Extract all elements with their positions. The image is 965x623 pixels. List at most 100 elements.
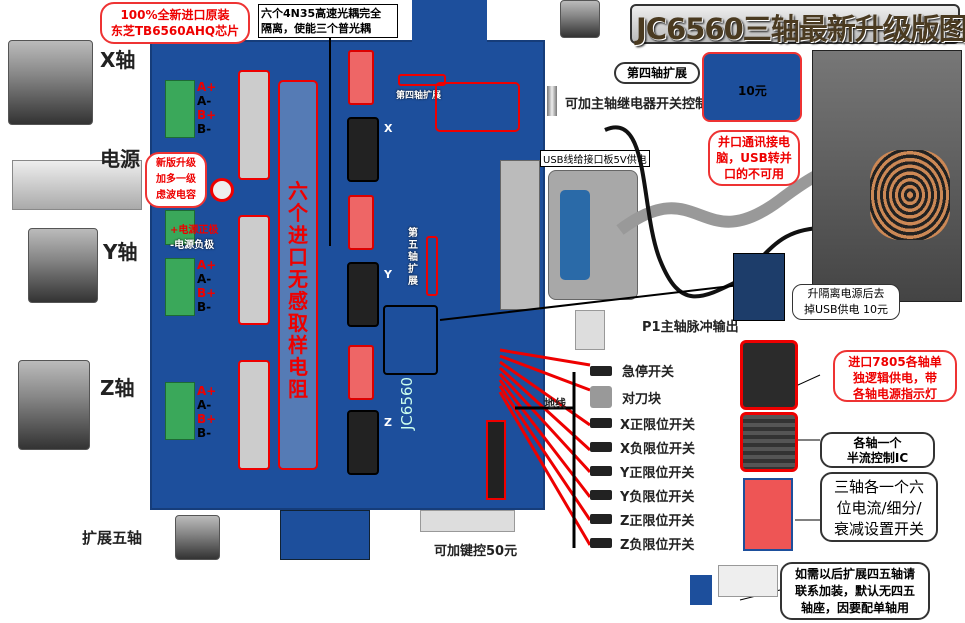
microswitch-icon (590, 490, 612, 500)
switch-item: Z负限位开关 (590, 531, 695, 555)
isolated-power-module (733, 253, 785, 321)
switch-label: Z正限位开关 (620, 513, 695, 529)
z-axis-label: Z轴 (100, 376, 135, 400)
reg-line3: 各轴电源指示灯 (852, 387, 937, 401)
pin-b-plus: B+ (197, 412, 217, 426)
fourth-axis-motor (560, 0, 600, 38)
dip-line1: 三轴各一个六 (833, 478, 924, 496)
expand-callout: 如需以后扩展四五轴请 联系加装，默认无四五 轴座，因要配单轴用 (780, 562, 930, 620)
db25-board-connector (500, 160, 540, 310)
chip-callout: 100%全新进口原装 东芝TB6560AHQ芯片 (100, 2, 250, 44)
microswitch-icon (590, 365, 612, 376)
axis-label-z: Z (384, 416, 392, 429)
optocoupler-z (347, 410, 379, 475)
keypad-label: 可加键控50元 (434, 544, 518, 559)
switch-item: X负限位开关 (590, 435, 695, 459)
cap-line3: 虑波电容 (156, 190, 196, 201)
isolated-line2: 掉USB供电 10元 (803, 303, 889, 316)
resistor-label: 六个进口无感取样电阻 (288, 179, 308, 401)
switch-item: 急停开关 (590, 358, 695, 383)
y-axis-motor (28, 228, 98, 303)
chip-callout-line2: 东芝TB6560AHQ芯片 (110, 24, 240, 38)
pin-a-plus: A+ (197, 80, 217, 94)
chip-callout-line1: 100%全新进口原装 (120, 8, 230, 22)
keypad-module (420, 510, 515, 532)
pin-a-minus: A- (197, 398, 212, 412)
switch-list: 急停开关 对刀块 X正限位开关 X负限位开关 Y正限位开关 Y负限位开关 Z正限… (590, 358, 695, 555)
pin-b-minus: B- (197, 300, 212, 314)
parallel-line1: 并口通讯接电 (717, 135, 790, 149)
dip-line3: 衰减设置开关 (833, 520, 924, 538)
ground-label: 地线 (544, 397, 566, 410)
pin-a-plus: A+ (197, 384, 217, 398)
switch-item: X正限位开关 (590, 411, 695, 435)
fifth-axis-board-label: 第五轴扩展 (408, 228, 418, 287)
microswitch-icon (590, 514, 612, 524)
pin-a-plus: A+ (197, 258, 217, 272)
usb-cable (604, 125, 821, 299)
computer-fan (870, 150, 950, 240)
fifth-axis-driver (280, 510, 370, 560)
fourth-axis-header (398, 74, 446, 86)
microswitch-icon (590, 538, 612, 548)
page-title: JC6560三轴最新升级版图解 (636, 12, 965, 46)
relay-label: 可加主轴继电器开关控制 (565, 97, 709, 112)
x-axis-label: X轴 (100, 48, 136, 72)
dip-line2: 位电流/细分/ (836, 499, 922, 517)
parallel-line2: 脑，USB转并 (716, 151, 792, 165)
x-terminal (165, 80, 195, 138)
pointer-isolated (439, 284, 741, 321)
tb6560-chip-z (238, 360, 270, 470)
expand-line3: 轴座，因要配单轴用 (800, 601, 909, 615)
z-terminal (165, 382, 195, 440)
switch-label: X负限位开关 (620, 441, 696, 457)
switch-item: 对刀块 (590, 383, 695, 411)
x-axis-motor (8, 40, 93, 125)
switch-label: 急停开关 (622, 365, 675, 380)
tool-sensor-icon (590, 386, 612, 408)
ground-bus (515, 372, 576, 548)
pin-b-minus: B- (197, 426, 212, 440)
regulator-callout: 进口7805各轴单 独逻辑供电，带 各轴电源指示灯 (833, 350, 957, 402)
pin-b-minus: B- (197, 122, 212, 136)
relay-pads (435, 82, 520, 132)
dip-switch-y (348, 195, 374, 250)
y-terminal (165, 258, 195, 316)
title-banner (630, 4, 960, 44)
pin-a-minus: A- (197, 272, 212, 286)
spindle-motor (547, 86, 557, 116)
fifth-axis-motor (175, 515, 220, 560)
usb-power-label: USB线给接口板5V供电 (540, 150, 650, 167)
parallel-cable-plug-pins (560, 190, 590, 280)
power-neg-label: -电源负极 (170, 240, 215, 251)
ic-line1: 各轴一个 (853, 436, 902, 450)
switch-label: Y正限位开关 (620, 465, 695, 481)
expand-line1: 如需以后扩展四五轴请 (794, 567, 915, 581)
opto-callout-line2: 隔离，使能三个普光耦 (261, 22, 371, 35)
fifth-axis-label: 扩展五轴 (82, 529, 143, 547)
expand-line2: 联系加装，默认无四五 (794, 584, 915, 598)
microswitch-icon (590, 442, 612, 452)
resistor-column (278, 80, 318, 470)
dip-callout: 三轴各一个六 位电流/细分/ 衰减设置开关 (820, 472, 938, 542)
switch-label: X正限位开关 (620, 417, 696, 433)
parallel-callout: 并口通讯接电 脑，USB转并 口的不可用 (708, 130, 800, 186)
capacitor-callout: 新版升级 加多一级 虑波电容 (145, 152, 207, 208)
z-axis-motor (18, 360, 90, 450)
switch-item: Y负限位开关 (590, 483, 695, 507)
reg-line1: 进口7805各轴单 (848, 355, 942, 369)
power-pos-label: +电源正极 (170, 225, 219, 236)
switch-label: Z负限位开关 (620, 537, 695, 553)
tb6560-chip-x (238, 70, 270, 180)
opto-callout-line1: 六个4N35高速光耦完全 (261, 7, 382, 20)
microswitch-icon (590, 466, 612, 476)
small-header-pcb (690, 575, 712, 605)
tb6560-chip-y (238, 215, 270, 325)
optocoupler-y (347, 262, 379, 327)
ic-callout: 各轴一个 半流控制IC (820, 432, 935, 468)
fourth-axis-module (412, 0, 487, 42)
pin-a-minus: A- (197, 94, 212, 108)
z-pins: A+A-B+B- (197, 384, 216, 440)
axis-label-x: X (384, 122, 393, 135)
p1-label: P1主轴脉冲输出 (642, 320, 739, 335)
